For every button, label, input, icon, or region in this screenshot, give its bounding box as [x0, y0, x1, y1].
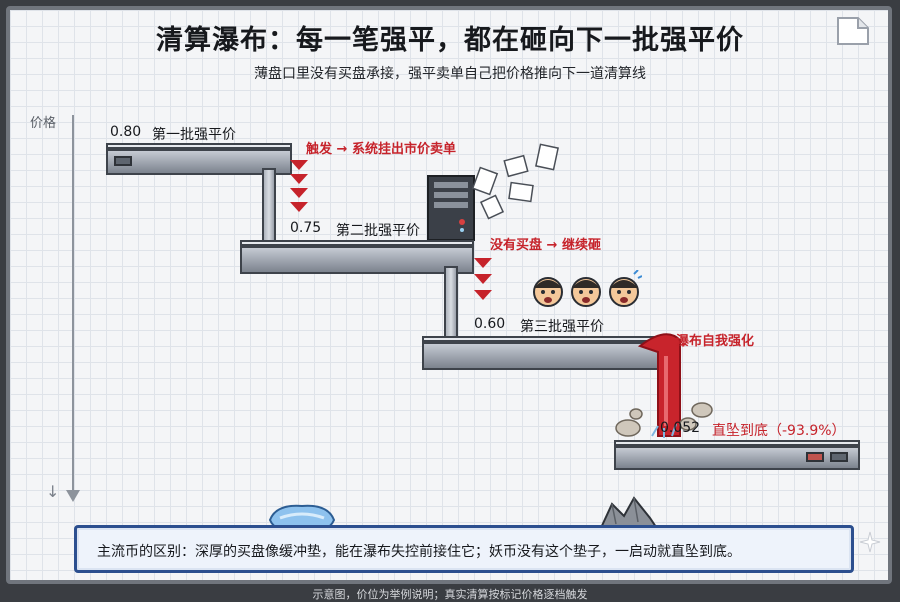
level-2-label: 第二批强平价 [336, 223, 420, 239]
level-1-label: 第一批强平价 [152, 127, 236, 143]
callout-box: 主流币的区别：深厚的买盘像缓冲垫，能在瀑布失控前接住它；妖币没有这个垫子，一启动… [74, 525, 854, 573]
level-4-price: 0.052 [660, 420, 701, 436]
flying-papers-icon [471, 143, 559, 220]
trigger-note: 触发 → 系统挂出市价卖单 [306, 142, 456, 157]
ledge-1-top [106, 143, 292, 149]
red-chevron-icon [290, 174, 308, 184]
red-chevron-icon [290, 202, 308, 212]
red-waterfall-icon [637, 333, 681, 437]
axis-arrow-icon [66, 490, 80, 502]
red-chevron-icon [290, 188, 308, 198]
ledge-4-slot [830, 452, 848, 462]
no-bids-note: 没有买盘 → 继续砸 [490, 238, 601, 253]
red-chevron-icon [290, 160, 308, 170]
server-icon [427, 175, 475, 241]
level-1-price: 0.80 [110, 124, 142, 140]
level-2-price: 0.75 [290, 220, 322, 236]
panicked-traders-icon [533, 270, 642, 307]
rubble-splash-icon [615, 402, 713, 438]
ledge-2-top [240, 240, 474, 246]
down-arrow-icon: ↓ [46, 482, 60, 501]
pillar-2 [444, 266, 458, 340]
self-reinforce-note: 瀑布自我强化 [676, 334, 755, 349]
price-axis-line [72, 115, 74, 495]
pillar-1 [262, 168, 276, 244]
level-3-price: 0.60 [474, 316, 506, 332]
ledge-3 [422, 342, 662, 370]
ledge-2 [240, 246, 474, 274]
callout-text: 主流币的区别：深厚的买盘像缓冲垫，能在瀑布失控前接住它；妖币没有这个垫子，一启动… [97, 544, 741, 560]
level-3-label: 第三批强平价 [520, 319, 604, 335]
ledge-4-slot-red [806, 452, 824, 462]
footer-note: 示意图，价位为举例说明；真实清算按标记价格逐档触发 [312, 588, 588, 601]
level-4-label: 直坠到底（-93.9%） [712, 423, 846, 439]
ledge-4-top [614, 440, 860, 446]
red-chevron-icon [474, 274, 492, 284]
red-chevron-icon [474, 290, 492, 300]
page-title: 清算瀑布：每一笔强平，都在砸向下一批强平价 [156, 25, 744, 56]
ledge-1-slot [114, 156, 132, 166]
axis-label: 价格 [30, 116, 57, 131]
page-subtitle: 薄盘口里没有买盘承接，强平卖单自己把价格推向下一道清算线 [254, 66, 646, 82]
sparkle-icon [859, 531, 881, 553]
page-corner-icon [837, 17, 869, 45]
red-chevron-icon [474, 258, 492, 268]
